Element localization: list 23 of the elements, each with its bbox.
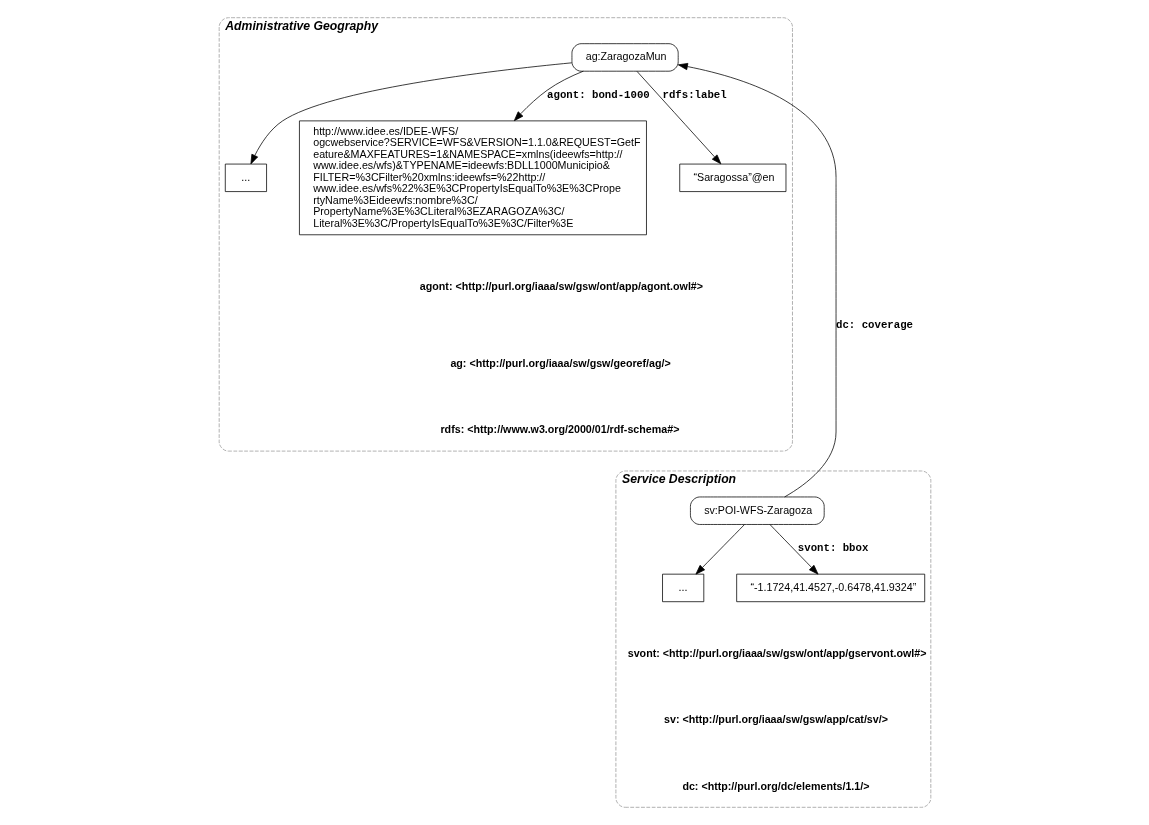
- edge-label: agont: bond-1000: [546, 89, 650, 102]
- node-box: “-1.1724,41.4527,-0.6478,41.9324”: [735, 573, 925, 603]
- arrow: [636, 71, 721, 165]
- node-box: http://www.idee.es/IDEE-WFS/ogcwebservice?SERVICE=WFS&VERSION=1.1.0&REQUEST=GetFeature&MAXFEATURES=1&NAMESPACE=xmlns(ideewfs=http://www.idee.es/wfs)&TYPENAME=ideewfs:BDLL1000Municipio&FILTER=%3CFilter%20xmlns:ideewfs=%22http://www.idee.es/wfs%22%3E%3CPropertyIsEqualTo%3E%3CPropertyName%3Eideewfs:nombre%3C/PropertyName%3E%3CLiteral%3EZARAGOZA%3C/Literal%3E%3C/PropertyIsEqualTo%3E%3C/Filter%3E: [298, 120, 647, 236]
- label: sv: <http://purl.org/iaaa/sw/gsw/app/cat/sv/>: [663, 713, 888, 725]
- arrow: [769, 524, 818, 575]
- arrow: [677, 63, 836, 498]
- node-box: ...: [661, 573, 704, 603]
- label: rdfs: <http://www.w3.org/2000/01/rdf-schema#>: [439, 423, 679, 436]
- label: svont: <http://purl.org/iaaa/sw/gsw/ont/app/gservont.owl#>: [627, 646, 926, 659]
- node-box: ag:ZaragozaMun: [571, 43, 679, 72]
- arrow: [695, 524, 745, 575]
- arrow: [250, 62, 572, 165]
- edge-label: dc: coverage: [835, 319, 913, 332]
- edge-label: rdfs:label: [662, 89, 727, 102]
- label: dc: <http://purl.org/dc/elements/1.1/>: [681, 779, 869, 792]
- edge-label: svont: bbox: [797, 542, 868, 555]
- node-box: sv:POI-WFS-Zaragoza: [689, 496, 825, 525]
- arrow: [513, 70, 584, 122]
- label: agont: <http://purl.org/iaaa/sw/gsw/ont/app/agont.owl#>: [419, 279, 703, 292]
- node-box: “Saragossa”@en: [678, 163, 786, 192]
- node-box: ...: [224, 163, 267, 192]
- label: ag: <http://purl.org/iaaa/sw/gsw/georef/ag/>: [449, 356, 671, 369]
